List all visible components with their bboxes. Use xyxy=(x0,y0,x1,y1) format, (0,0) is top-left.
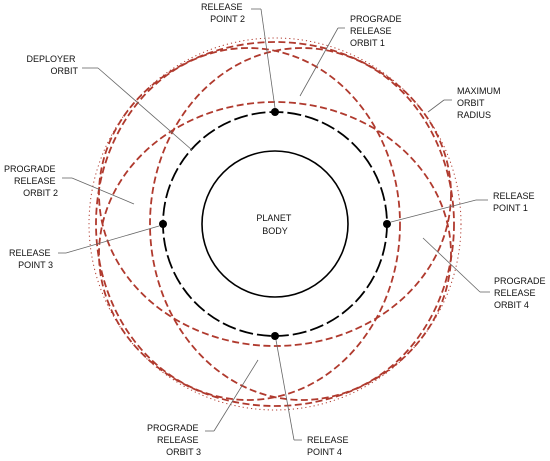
prograde-release-orbit-4 xyxy=(95,47,401,401)
release-points xyxy=(159,108,391,340)
prograde-release-orbit-1-label: PROGRADE RELEASE ORBIT 1 xyxy=(350,14,404,48)
release-point-3-label: RELEASE POINT 3 xyxy=(9,248,53,270)
leader-lines xyxy=(58,8,490,441)
planet-body xyxy=(201,150,349,298)
release-point-4-label: RELEASE POINT 4 xyxy=(307,435,351,457)
prograde-release-orbit-2-label: PROGRADE RELEASE ORBIT 2 xyxy=(4,164,58,198)
release-point-3-dot xyxy=(159,220,167,228)
leader-prograde-orbit-3 xyxy=(213,359,259,432)
maximum-orbit-radius-label: MAXIMUM ORBIT RADIUS xyxy=(457,86,503,120)
release-point-1-label: RELEASE POINT 1 xyxy=(493,191,537,213)
release-point-2-label: RELEASE POINT 2 xyxy=(201,2,245,24)
leader-deployer-orbit xyxy=(97,67,193,151)
leader-release-point-1 xyxy=(390,199,477,223)
release-point-2-dot xyxy=(271,108,279,116)
planet-body-label: PLANET BODY xyxy=(256,213,293,236)
leader-prograde-orbit-1 xyxy=(299,27,339,97)
leader-release-point-3 xyxy=(65,225,160,254)
leader-max-radius xyxy=(427,99,445,113)
leader-release-point-4 xyxy=(275,339,295,441)
leader-release-point-2 xyxy=(260,8,276,109)
release-point-1-dot xyxy=(383,220,391,228)
deployer-orbit-label: DEPLOYER ORBIT xyxy=(26,54,78,76)
leader-prograde-orbit-4 xyxy=(422,237,481,293)
maximum-orbit-radius-circle xyxy=(88,37,462,411)
release-orbits xyxy=(95,41,455,407)
prograde-release-orbit-2 xyxy=(149,47,455,401)
prograde-release-orbit-4-label: PROGRADE RELEASE ORBIT 4 xyxy=(494,276,548,310)
release-point-4-dot xyxy=(271,332,279,340)
leader-prograde-orbit-2 xyxy=(71,177,135,205)
prograde-release-orbit-3-label: PROGRADE RELEASE ORBIT 3 xyxy=(147,423,201,457)
